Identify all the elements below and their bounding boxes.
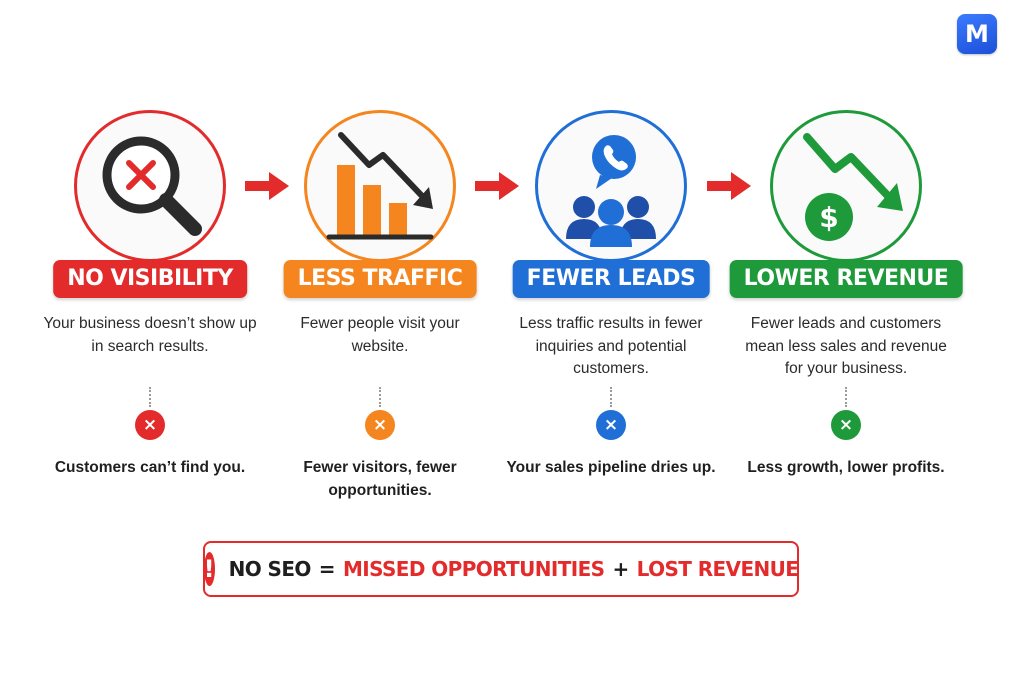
step-circle xyxy=(535,110,687,262)
step-circle xyxy=(304,110,456,262)
summary-no-seo: NO SEO xyxy=(228,557,312,581)
arrow-right-icon xyxy=(705,170,753,202)
x-badge-icon: × xyxy=(596,410,626,440)
step-outcome: Your sales pipeline dries up. xyxy=(506,459,716,476)
step-outcome: Customers can’t find you. xyxy=(54,459,246,476)
dotted-connector xyxy=(610,387,612,407)
summary-plus: + xyxy=(612,557,629,581)
x-badge-icon: × xyxy=(831,410,861,440)
summary-banner: ! NO SEO = MISSED OPPORTUNITIES + LOST R… xyxy=(203,541,799,597)
step-description: Fewer people visit your website. xyxy=(300,315,460,355)
dotted-connector xyxy=(149,387,151,407)
step-title: LOWER REVENUE xyxy=(729,260,963,298)
summary-equals: = xyxy=(318,557,336,581)
dollar-down-trend-icon: $ xyxy=(803,133,903,241)
summary-missed-opportunities: MISSED OPPORTUNITIES xyxy=(342,557,605,581)
declining-bar-chart-icon xyxy=(326,132,434,240)
step-description: Your business doesn’t show up in search … xyxy=(43,315,257,355)
magnifier-x-icon xyxy=(102,136,202,236)
alert-icon: ! xyxy=(203,552,215,586)
brand-logo: M xyxy=(957,14,997,54)
dotted-connector xyxy=(379,387,381,407)
step-outcome: Less growth, lower profits. xyxy=(747,459,945,476)
people-phone-icon xyxy=(566,135,656,247)
step-description: Less traffic results in fewer inquiries … xyxy=(519,315,703,377)
x-badge-icon: × xyxy=(135,410,165,440)
step-circle: $ xyxy=(770,110,922,262)
step-fewer-leads: FEWER LEADS Less traffic results in fewe… xyxy=(491,0,731,520)
arrow-right-icon xyxy=(243,170,291,202)
step-title: NO VISIBILITY xyxy=(53,260,247,298)
arrow-right-icon xyxy=(473,170,521,202)
step-title: FEWER LEADS xyxy=(512,260,710,298)
step-less-traffic: LESS TRAFFIC Fewer people visit your web… xyxy=(260,0,500,520)
step-lower-revenue: $ LOWER REVENUE Fewer leads and customer… xyxy=(726,0,966,520)
step-circle xyxy=(74,110,226,262)
step-outcome: Fewer visitors, fewer opportunities. xyxy=(303,459,457,499)
svg-text:$: $ xyxy=(819,201,838,234)
step-description: Fewer leads and customers mean less sale… xyxy=(745,315,947,377)
x-badge-icon: × xyxy=(365,410,395,440)
step-title: LESS TRAFFIC xyxy=(283,260,477,298)
dotted-connector xyxy=(845,387,847,407)
step-no-visibility: NO VISIBILITY Your business doesn’t show… xyxy=(30,0,270,520)
summary-lost-revenue: LOST REVENUE xyxy=(636,557,799,581)
